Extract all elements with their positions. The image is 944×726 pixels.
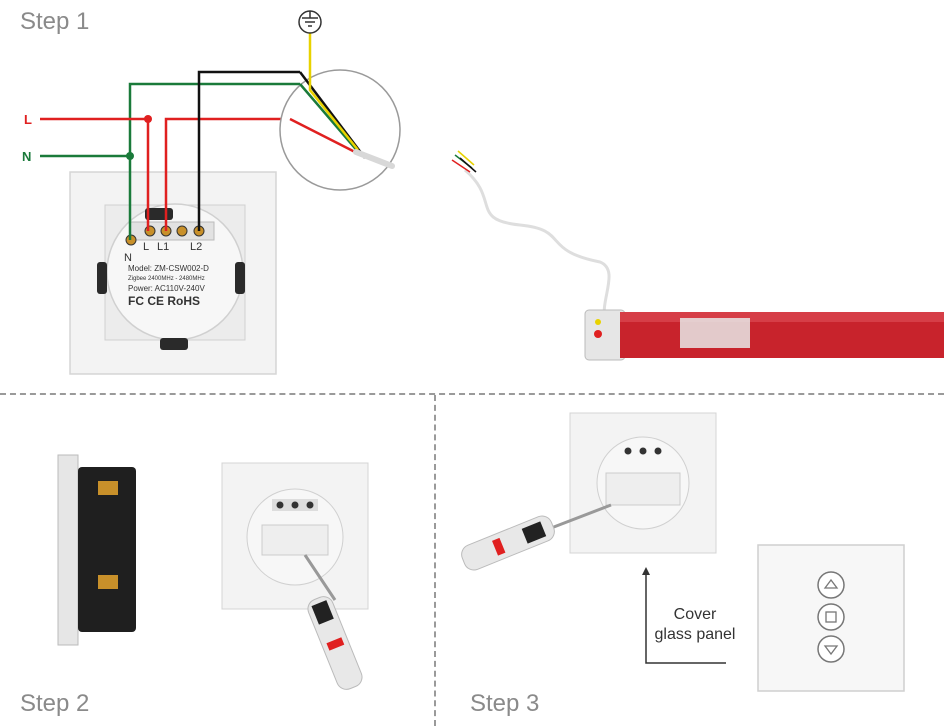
step-2-label: Step 2 <box>20 690 90 717</box>
divider-vertical <box>434 395 436 726</box>
wiring-diagram <box>40 10 944 375</box>
clip-left <box>97 262 107 294</box>
glass-panel-stop-button <box>817 603 845 631</box>
clip-right <box>235 262 245 294</box>
terminal-x <box>176 225 188 237</box>
terminal-l2-label: L2 <box>190 241 203 253</box>
arrow-line <box>645 570 726 664</box>
screwdriver-handle-3 <box>461 515 555 571</box>
terminal-l-label: L <box>143 241 150 253</box>
ground-icon <box>298 10 322 34</box>
tubular-motor <box>584 309 944 361</box>
step-3-label: Step 3 <box>470 690 540 717</box>
glass-panel-close-button <box>817 635 845 663</box>
close-arrow-icon <box>823 645 839 656</box>
open-arrow-icon <box>823 578 839 589</box>
divider-horizontal <box>0 393 944 395</box>
screwdriver-shaft-3 <box>545 503 612 532</box>
clip-bottom <box>160 338 188 350</box>
stop-icon <box>825 611 837 623</box>
arrow-head-icon <box>642 567 650 575</box>
motor-label <box>680 318 750 348</box>
l1-wire <box>164 117 290 231</box>
label-plate: Model: ZM-CSW002-D Zigbee 2400MHz - 2480… <box>128 264 238 308</box>
label-plate-line1: Model: ZM-CSW002-D <box>128 264 209 273</box>
screwdriver-shaft <box>303 554 337 601</box>
label-plate-line2: Zigbee 2400MHz - 2480MHz <box>128 276 205 282</box>
cover-glass-label: Cover glass panel <box>640 605 750 645</box>
step-1-label: Step 1 <box>20 8 90 35</box>
cover-line2: glass panel <box>654 626 736 643</box>
terminal-l1-label: L1 <box>157 241 170 253</box>
terminal-n-label: N <box>124 252 132 264</box>
neutral-wire-up <box>128 82 300 240</box>
glass-panel-open-button <box>817 571 845 599</box>
label-plate-line4: FC CE RoHS <box>128 294 200 308</box>
l2-wire <box>197 70 300 231</box>
magnified-wires <box>289 33 395 169</box>
terminal-l <box>144 225 156 237</box>
cover-line1: Cover <box>673 606 717 623</box>
motor-head <box>584 309 626 361</box>
switch-side-glass <box>57 454 79 646</box>
live-label: L <box>24 112 32 127</box>
switch-side-body <box>78 467 136 632</box>
neutral-label: N <box>22 149 32 164</box>
step-3-illustration <box>461 412 905 692</box>
step-2-illustration <box>57 454 369 690</box>
label-plate-line3: Power: AC110V-240V <box>128 284 205 293</box>
motor-cable <box>464 168 611 321</box>
